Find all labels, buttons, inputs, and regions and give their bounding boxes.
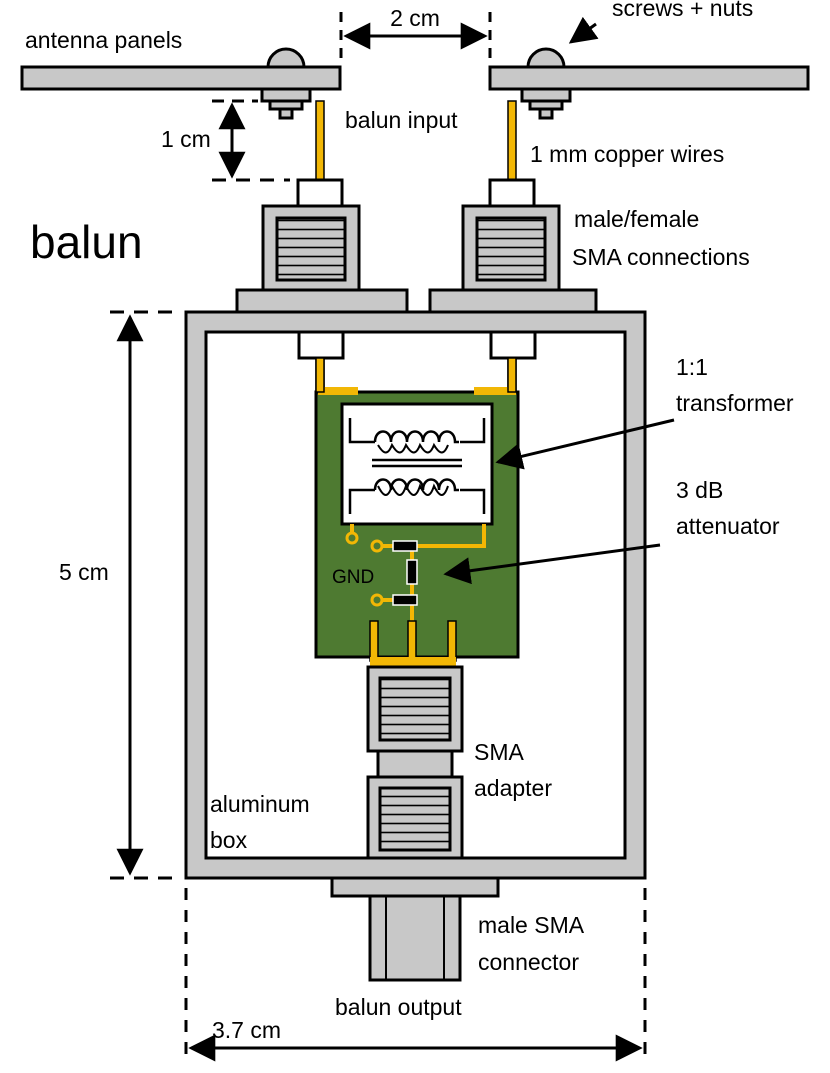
resistor-top <box>392 540 418 552</box>
title-balun: balun <box>30 216 143 268</box>
male-sma-connector <box>330 876 500 982</box>
label-2cm: 2 cm <box>390 5 440 31</box>
aluminum-box <box>184 310 647 880</box>
label-aluminum-box-1: aluminum <box>210 791 310 817</box>
pcb-output-pins <box>369 620 457 667</box>
label-sma-adapter-2: adapter <box>474 775 552 801</box>
label-sma-connections-2: SMA connections <box>572 244 750 270</box>
attenuator-circuit <box>345 524 486 630</box>
label-antenna-panels: antenna panels <box>25 27 182 53</box>
antenna-panel-right <box>488 65 810 91</box>
dimension-5cm <box>110 310 180 880</box>
label-aluminum-box-2: box <box>210 827 248 853</box>
resistor-bottom <box>392 594 418 606</box>
transformer <box>340 402 494 526</box>
sma-adapter <box>366 665 464 860</box>
label-gnd: GND <box>332 567 374 588</box>
antenna-panel-left <box>20 65 342 91</box>
label-male-sma-1: male SMA <box>478 912 585 938</box>
resistor-middle <box>406 559 418 585</box>
label-sma-adapter-1: SMA <box>474 739 525 765</box>
pointer-arrows <box>443 16 675 585</box>
label-5cm: 5 cm <box>59 559 109 585</box>
label-transformer-1: 1:1 <box>676 354 708 380</box>
inner-connector-stubs <box>297 330 537 393</box>
label-3-7cm: 3.7 cm <box>212 1017 281 1043</box>
label-transformer-2: transformer <box>676 390 794 416</box>
label-male-sma-2: connector <box>478 949 579 975</box>
dimension-1cm <box>212 99 290 182</box>
dimension-3-7cm <box>184 888 647 1062</box>
screw-nut-left <box>260 47 312 120</box>
label-screws-nuts: screws + nuts <box>612 0 753 21</box>
label-sma-connections-1: male/female <box>574 206 699 232</box>
sma-connection-left <box>235 178 409 314</box>
dimension-2cm <box>339 12 492 62</box>
label-copper-wires: 1 mm copper wires <box>530 141 724 167</box>
screw-nut-right <box>520 47 572 120</box>
sma-connection-right <box>428 178 598 314</box>
label-balun-output: balun output <box>335 994 462 1020</box>
label-attenuator-1: 3 dB <box>676 477 723 503</box>
label-attenuator-2: attenuator <box>676 513 780 539</box>
label-balun-input: balun input <box>345 107 458 133</box>
label-1cm: 1 cm <box>161 126 211 152</box>
